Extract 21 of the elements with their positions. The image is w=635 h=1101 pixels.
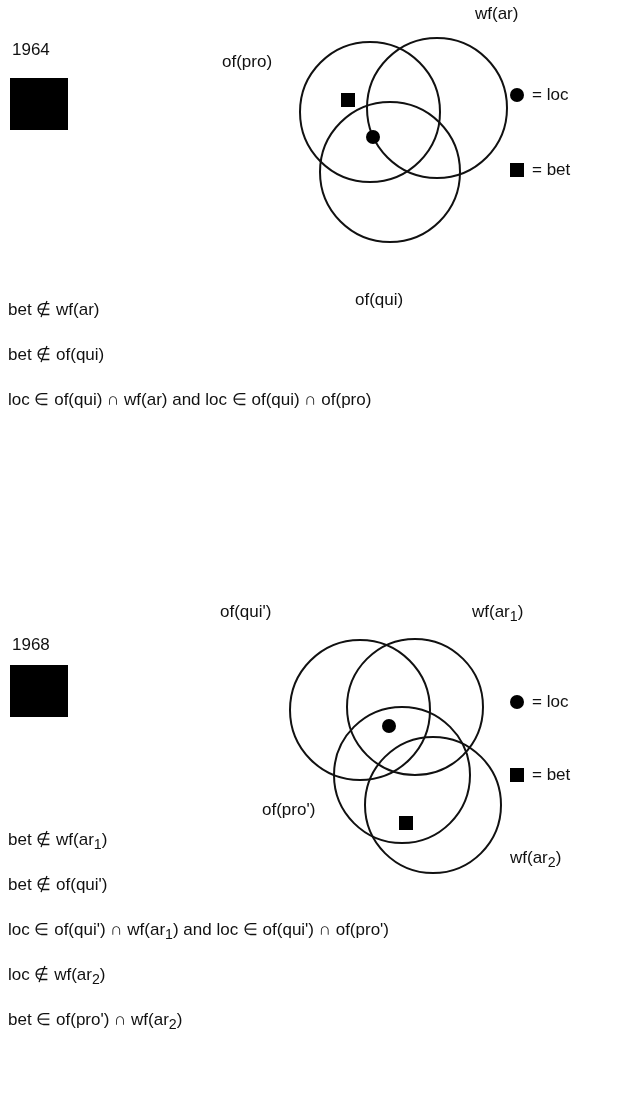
set-statement: loc ∈ of(qui) ∩ wf(ar) and loc ∈ of(qui) ∩ of(pro) [8,390,372,410]
set-statement: bet ∉ of(qui) [8,345,105,365]
set-statement: bet ∉ wf(ar) [8,300,100,320]
legend-text: = bet [532,765,571,785]
legend-text: = loc [532,692,569,712]
set-statement: loc ∈ of(qui') ∩ wf(ar$_{1}$) and loc ∈ of(qui') ∩ of(pro') [8,920,389,945]
set-statement: bet ∉ wf(ar$_{1}$) [8,830,108,855]
set-label: of(pro) [222,52,273,72]
legend-text: = bet [532,160,571,180]
set-label: of(qui) [355,290,404,310]
set-label: wf(ar) [475,4,519,24]
set-label: wf(ar$_{2}$) [510,848,562,873]
legend-text: = loc [532,85,569,105]
set-statement: bet ∈ of(pro') ∩ wf(ar$_{2}$) [8,1010,183,1035]
set-label: of(qui') [220,602,272,622]
year-label: 1964 [12,40,50,60]
set-statement: loc ∉ wf(ar$_{2}$) [8,965,106,990]
set-statement: bet ∉ of(qui') [8,875,108,895]
set-label: wf(ar$_{1}$) [472,602,524,627]
year-label: 1968 [12,635,50,655]
set-label: of(pro') [262,800,316,820]
